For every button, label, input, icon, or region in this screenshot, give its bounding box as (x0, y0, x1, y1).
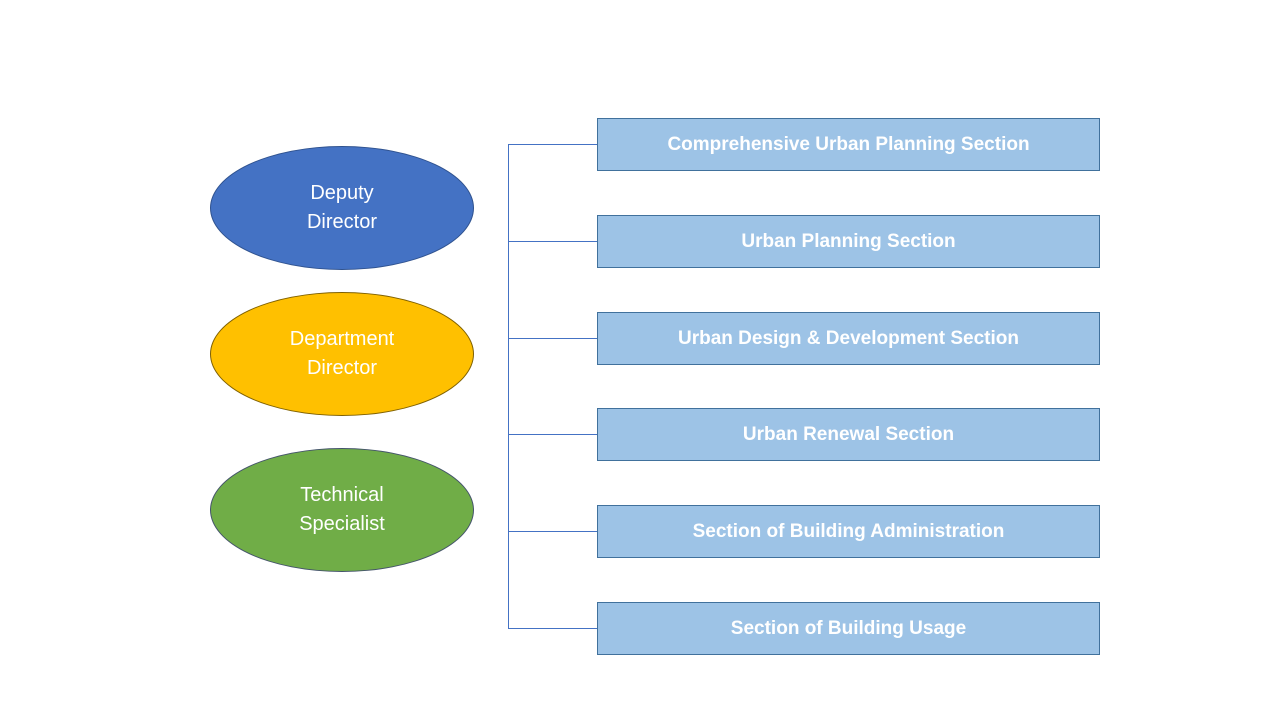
section-label: Urban Planning Section (741, 230, 956, 252)
connector-branch-line-2 (508, 240, 597, 242)
section-box-urban-design-development: Urban Design & Development Section (597, 312, 1100, 365)
section-label: Section of Building Usage (730, 617, 967, 639)
role-ellipse-technical-specialist: Technical Specialist (210, 448, 474, 572)
role-ellipse-deputy-director: Deputy Director (210, 146, 474, 270)
section-label: Urban Renewal Section (742, 423, 955, 445)
section-box-building-administration: Section of Building Administration (597, 505, 1100, 558)
section-label: Section of Building Administration (692, 520, 1005, 542)
section-label: Urban Design & Development Section (677, 327, 1019, 349)
connector-branch-line-4 (508, 433, 597, 435)
section-box-comprehensive-urban-planning: Comprehensive Urban Planning Section (597, 118, 1100, 171)
connector-branch-line-1 (508, 143, 597, 145)
section-box-urban-planning: Urban Planning Section (597, 215, 1100, 268)
connector-trunk-line (507, 144, 509, 629)
role-label-deputy-director: Deputy Director (306, 182, 377, 233)
section-box-urban-renewal: Urban Renewal Section (597, 408, 1100, 461)
role-ellipse-department-director: Department Director (210, 292, 474, 416)
role-label-technical-specialist: Technical Specialist (299, 484, 385, 535)
role-label-department-director: Department Director (289, 328, 395, 379)
section-label: Comprehensive Urban Planning Section (667, 133, 1030, 155)
connector-branch-line-3 (508, 337, 597, 339)
section-box-building-usage: Section of Building Usage (597, 602, 1100, 655)
connector-branch-line-6 (508, 627, 597, 629)
connector-branch-line-5 (508, 530, 597, 532)
